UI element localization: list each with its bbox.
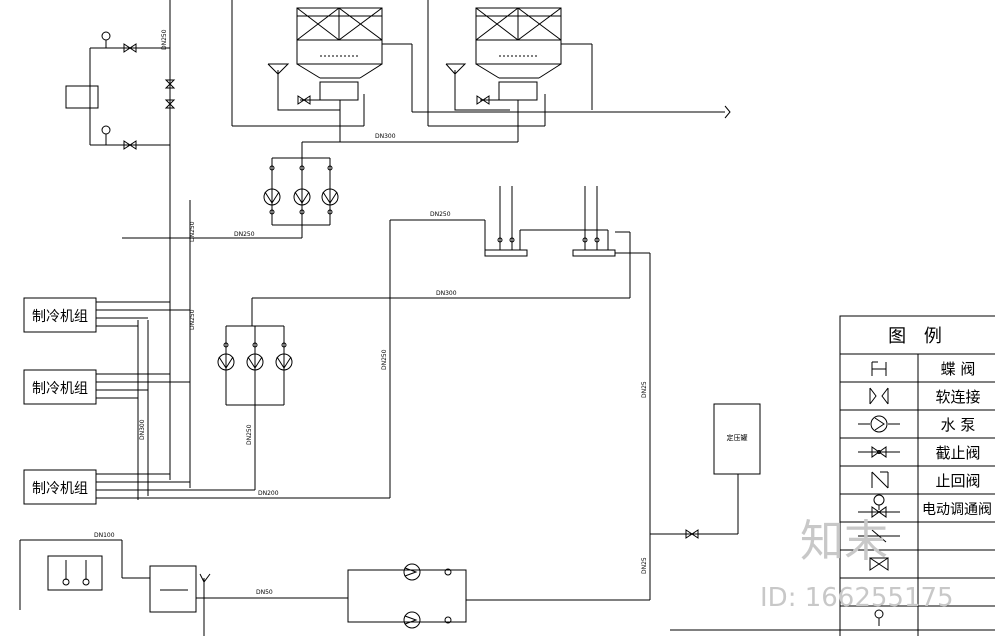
chiller-label-2: 制冷机组 [32, 381, 88, 397]
check-valve-icon [871, 471, 889, 489]
pipe-label: DN250 [234, 231, 255, 238]
chiller-unit-1 [23, 297, 190, 333]
pipe-label: DN300 [436, 290, 457, 297]
pipe-label: DN50 [256, 589, 273, 596]
chiller-label-1: 制冷机组 [32, 309, 88, 325]
pipe-label: DN300 [375, 133, 396, 140]
header-left [484, 186, 528, 257]
legend-title: 图 例 [888, 326, 948, 347]
legend-item-name: 软连接 [935, 388, 980, 406]
legend-item-name: 电动调通阀 [922, 502, 992, 518]
flexible-joint-icon [869, 387, 889, 405]
pump-group-top [122, 158, 339, 239]
water-pump-icon [858, 415, 900, 433]
pipe-label: DN250 [189, 221, 196, 242]
legend-item-name: 截止阀 [935, 444, 980, 462]
pipe-label: DN250 [381, 349, 388, 370]
pipe-label: DN200 [258, 490, 279, 497]
pipe-label: DN25 [641, 381, 648, 398]
butterfly-valve-icon [871, 361, 887, 376]
expansion-tank [650, 403, 761, 539]
legend-item-name: 水 泵 [941, 416, 976, 434]
legend-panel [839, 315, 995, 636]
pipe-label: DN250 [189, 309, 196, 330]
tank-label: 定压罐 [727, 433, 748, 442]
pipe-label: DN250 [246, 424, 253, 445]
stop-valve-icon [858, 446, 900, 458]
chiller-label-3: 制冷机组 [32, 481, 88, 497]
cooling-tower-2 [445, 7, 562, 111]
electric-valve-icon [858, 494, 900, 518]
legend-item-name: 止回阀 [935, 472, 980, 490]
pipe-label: DN25 [641, 557, 648, 574]
watermark-brand: 知末 [800, 516, 888, 567]
water-treatment [19, 539, 214, 636]
pipe-label: DN250 [161, 29, 168, 50]
pressure-branch [65, 31, 170, 150]
watermark-id: ID: 166255175 [760, 583, 954, 613]
pipe-label: DN100 [94, 532, 115, 539]
cooling-tower-1 [267, 7, 383, 111]
pipe-label: DN250 [430, 211, 451, 218]
header-right [520, 186, 651, 600]
left-risers [137, 0, 191, 500]
chiller-unit-2 [23, 369, 190, 405]
relief-valve-icon [869, 557, 889, 571]
strainer-icon [858, 529, 900, 543]
makeup-pumps [214, 563, 650, 629]
chiller-unit-3 [23, 469, 390, 505]
gauge-icon [874, 609, 884, 626]
pipe-label: DN300 [139, 419, 146, 440]
legend-item-name: 蝶 阀 [941, 360, 976, 378]
pump-group-middle [217, 232, 631, 490]
tower-piping [231, 0, 731, 159]
supply-loop [389, 219, 486, 498]
